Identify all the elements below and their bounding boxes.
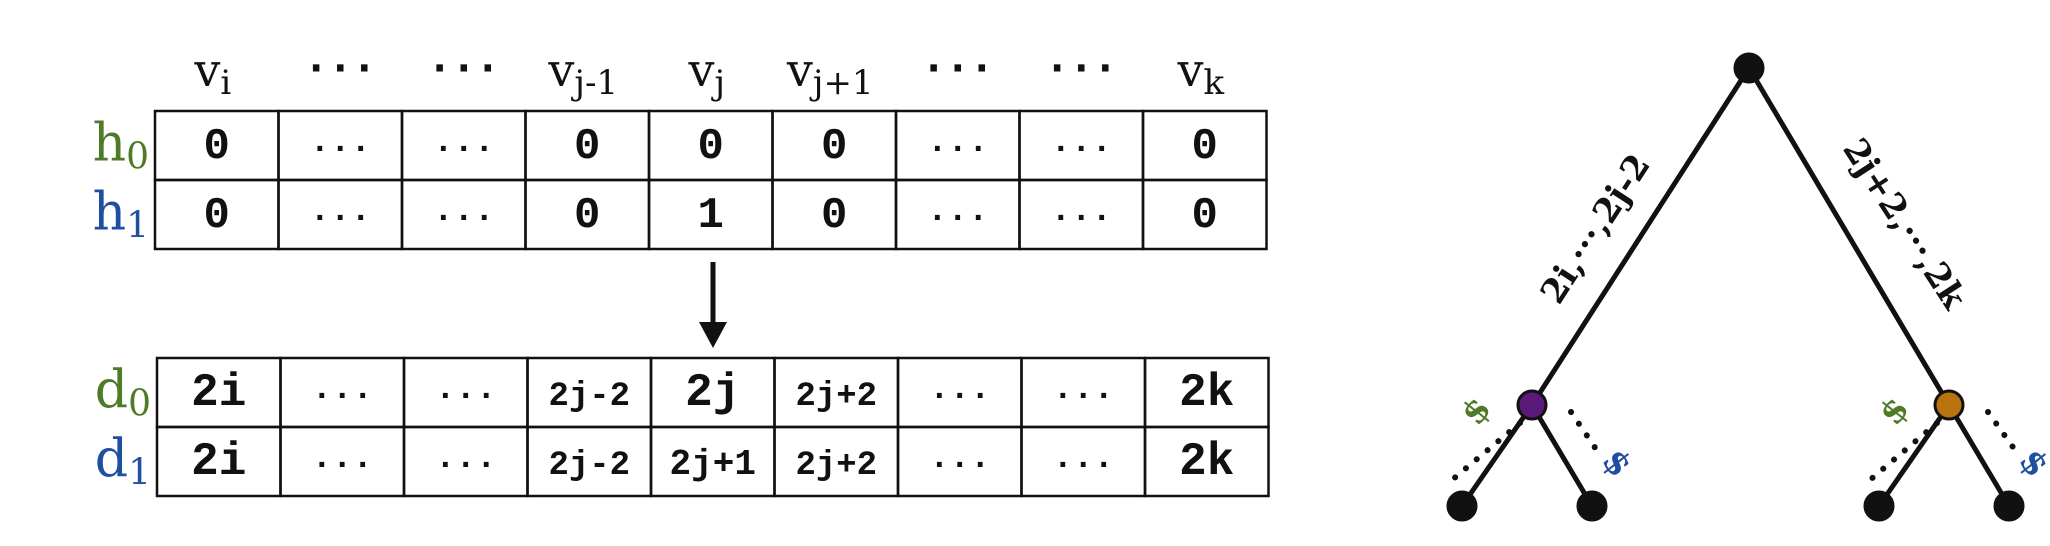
tree-leaf-node [1446,490,1478,522]
hash-table-cell-text: 0 [1192,122,1218,172]
tree-dotted-edge [1867,420,1940,483]
hash-table-row-label: h1 [93,183,149,247]
tree-leaf-node [1863,490,1895,522]
hash-table-cell-text: 0 [1192,191,1218,241]
tree-root-node [1733,52,1765,84]
tree-dotted-edge [1985,409,2018,453]
hash-table-cell-text: 0 [698,122,724,172]
hash-table-cell-text: 0 [204,122,230,172]
tree-leaf-node [1576,490,1608,522]
dollar-label: $ [1871,390,1917,433]
dollar-label: $ [1594,442,1640,485]
arrow-down-icon [699,322,727,348]
column-header: vj [687,43,725,103]
hash-table-cell-text: ··· [927,200,988,238]
d-table-cell-text: 2k [1179,367,1234,419]
dollar-label: $ [2011,442,2050,485]
tree-dotted-edge [1568,409,1603,458]
column-header-ellipsis: ··· [304,46,376,92]
hash-table: h0 0 ··· ··· 0 0 0 ··· ··· 0 h1 0 ··· ··· 0 1 0 ··· ··· 0 [93,109,1268,251]
hash-table-cell-text: 0 [204,191,230,241]
hash-table-cell-text: ··· [1051,200,1112,238]
left-edge-label: 2i,···,2j-2 [1533,147,1659,311]
d-table-cell-text: 2j [685,367,740,419]
tree-dotted-edge [1449,420,1523,483]
hash-table-cell-text: ··· [433,131,494,169]
column-header-ellipsis: ··· [428,46,500,92]
hash-table-row-label: h0 [93,114,149,178]
column-header-ellipsis: ··· [1045,46,1117,92]
d-table-cell-text: 2i [191,436,246,488]
hash-table-cell-text: ··· [1051,131,1112,169]
tree-edge [1529,402,1595,509]
d-table-cell-text: ··· [929,447,990,485]
hash-table-cell-text: 0 [821,191,847,241]
d-table-cell-text: 2j-2 [548,378,630,416]
tree-internal-node-purple [1516,389,1548,421]
d-table: d0 2i ··· ··· 2j-2 2j 2j+2 ··· ··· 2k d1 2i ··· ··· 2j… [95,356,1270,498]
tree-internal-node-orange [1933,389,1965,421]
tree-edge-left [1529,65,1752,408]
hash-table-cell-text: ··· [310,131,371,169]
column-header: vk [1176,43,1224,103]
right-edge-label: 2j+2,···,2k [1834,132,1974,318]
column-header: vj-1 [547,43,618,103]
hash-table-cell [1141,178,1268,251]
d-table-cell-text: 2j+2 [795,447,877,485]
column-header-ellipsis: ··· [922,46,994,92]
hash-table-cell-text: 1 [698,191,724,241]
d-table-cell-text: ··· [435,447,496,485]
d-table-cell-text: 2j-2 [548,447,630,485]
d-table-cell-text: ··· [312,378,373,416]
d-table-cell-text: 2k [1179,436,1234,488]
d-table-cell-text: ··· [312,447,373,485]
hash-table-cell-text: ··· [310,200,371,238]
hash-table-cell-text: ··· [433,200,494,238]
column-header: vj+1 [786,43,874,103]
hash-table-cell-text: 0 [574,122,600,172]
d-table-cell-text: ··· [435,378,496,416]
hash-table-cell-text: ··· [927,131,988,169]
table-area: vi ··· ··· vj-1 vj vj+1 ··· ··· vk h0 0 ··· ··· 0 0 0 ··… [93,43,1270,498]
tree-edge-right [1746,65,1952,408]
d-table-cell-text: 2j+1 [670,444,756,485]
d-table-cell-text: 2j+2 [795,378,877,416]
suffix-tree: 2i,···,2j-2 2j+2,···,2k $ $ $ $ [1446,52,2050,522]
tree-leaf-node [1993,490,2025,522]
d-table-cell-text: ··· [1053,447,1114,485]
d-table-cell-text: ··· [1053,378,1114,416]
d-table-cell [1143,425,1270,498]
d-table-row-label: d1 [95,430,151,494]
hash-table-cell-text: 0 [821,122,847,172]
d-table-row-label: d0 [95,361,151,425]
column-header: vi [193,43,231,103]
dollar-label: $ [1453,390,1499,433]
d-table-cell-text: 2i [191,367,246,419]
tree-edge [1946,402,2012,509]
hash-table-cell-text: 0 [574,191,600,241]
d-table-cell-text: ··· [929,378,990,416]
